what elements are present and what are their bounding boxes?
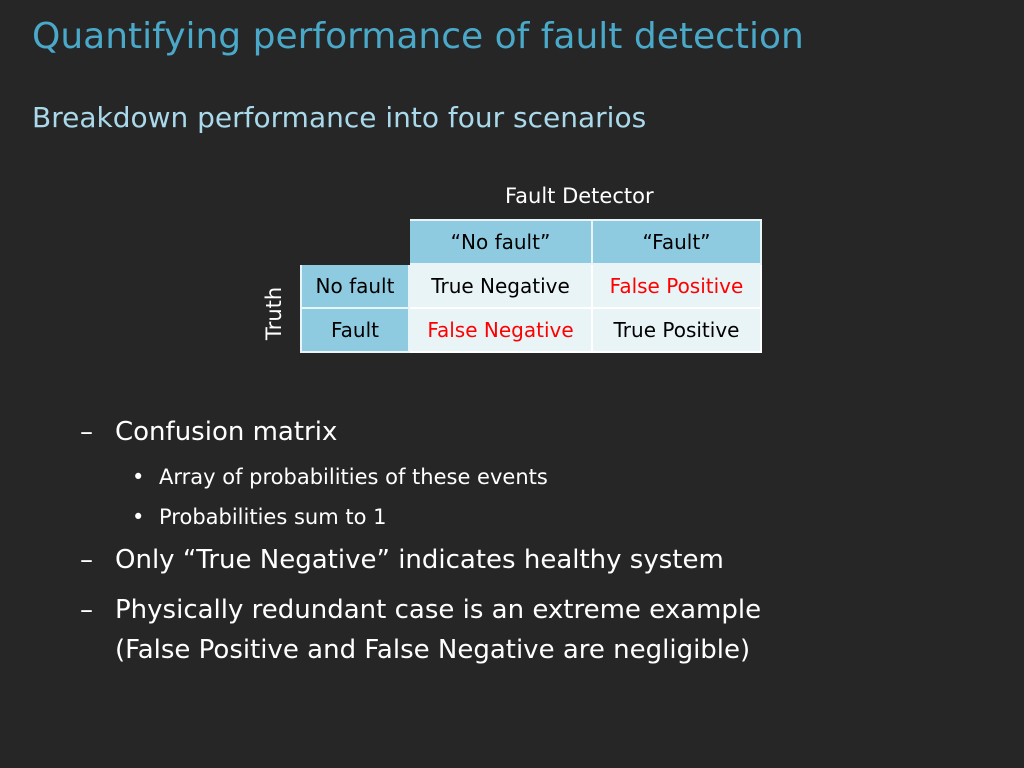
matrix-header-row: “No fault” “Fault” xyxy=(300,219,762,265)
dot-marker: • xyxy=(132,465,145,489)
sub-bullet-probabilities-sum: • Probabilities sum to 1 xyxy=(80,502,980,532)
cell-false-negative: False Negative xyxy=(408,307,593,353)
matrix-row-no-fault: No fault True Negative False Positive xyxy=(300,263,762,309)
sub-bullet-text: Array of probabilities of these events xyxy=(159,465,548,489)
dash-marker: – xyxy=(80,545,93,575)
confusion-matrix-table: “No fault” “Fault” No fault True Negativ… xyxy=(300,219,762,353)
bullet-text-line-2: (False Positive and False Negative are n… xyxy=(115,635,751,665)
truth-axis-label: Truth xyxy=(262,286,286,340)
slide-title: Quantifying performance of fault detecti… xyxy=(32,16,804,57)
column-header-no-fault: “No fault” xyxy=(408,219,593,265)
dash-marker: – xyxy=(80,417,93,447)
bullet-text: Confusion matrix xyxy=(115,417,338,447)
dot-marker: • xyxy=(132,505,145,529)
sub-bullet-array-of-probabilities: • Array of probabilities of these events xyxy=(80,462,980,492)
matrix-row-fault: Fault False Negative True Positive xyxy=(300,307,762,353)
column-header-fault: “Fault” xyxy=(591,219,762,265)
sub-bullet-text: Probabilities sum to 1 xyxy=(159,505,387,529)
slide-subtitle: Breakdown performance into four scenario… xyxy=(32,101,647,134)
matrix-corner-cell xyxy=(300,219,410,265)
row-header-no-fault: No fault xyxy=(300,263,410,309)
bullet-text-line-1: Physically redundant case is an extreme … xyxy=(115,595,762,625)
bullet-true-negative-healthy: – Only “True Negative” indicates healthy… xyxy=(80,540,980,580)
bullet-confusion-matrix: – Confusion matrix xyxy=(80,412,980,452)
dash-marker: – xyxy=(80,595,93,625)
bullet-list: – Confusion matrix • Array of probabilit… xyxy=(80,412,980,680)
bullet-text: Only “True Negative” indicates healthy s… xyxy=(115,545,724,575)
cell-true-positive: True Positive xyxy=(591,307,762,353)
row-header-fault: Fault xyxy=(300,307,410,353)
cell-true-negative: True Negative xyxy=(408,263,593,309)
cell-false-positive: False Positive xyxy=(591,263,762,309)
bullet-physically-redundant: – Physically redundant case is an extrem… xyxy=(80,590,980,670)
fault-detector-axis-label: Fault Detector xyxy=(505,184,654,208)
